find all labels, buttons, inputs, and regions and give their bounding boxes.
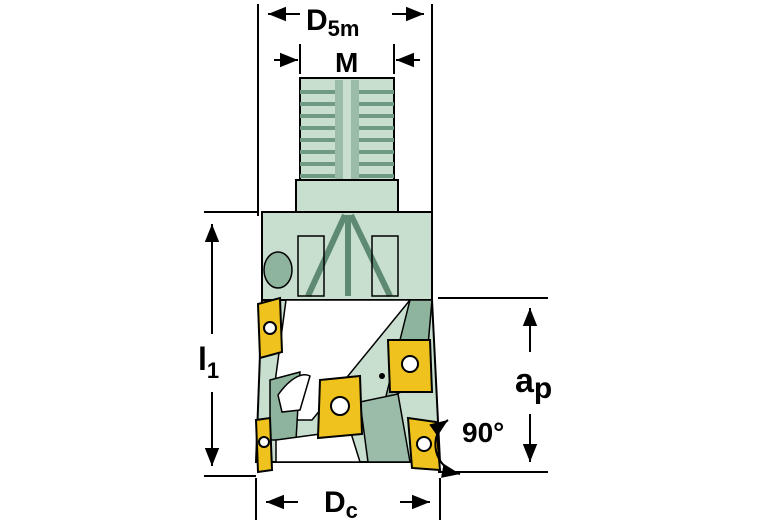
insert-top-left (256, 296, 284, 360)
l1-subscript: 1 (207, 358, 219, 383)
threaded-shank (295, 77, 399, 300)
d5m-label: D5m (306, 4, 359, 41)
dimension-lines (204, 4, 548, 520)
dc-label: Dc (324, 486, 358, 523)
m-label: M (335, 47, 358, 78)
ap-subscript: p (534, 372, 552, 405)
dc-subscript: c (346, 498, 358, 523)
angle-label: 90° (462, 417, 504, 448)
insert-bottom-left (254, 416, 274, 474)
ap-label: ap (515, 362, 552, 405)
l1-label: l1 (198, 341, 219, 383)
d5m-main: D (306, 4, 328, 37)
l1-main: l (198, 341, 207, 377)
d5m-subscript: 5m (328, 16, 360, 41)
ap-main: a (515, 362, 535, 400)
insert-top-right (386, 339, 434, 393)
dc-main: D (324, 486, 346, 519)
insert-center (316, 374, 364, 440)
